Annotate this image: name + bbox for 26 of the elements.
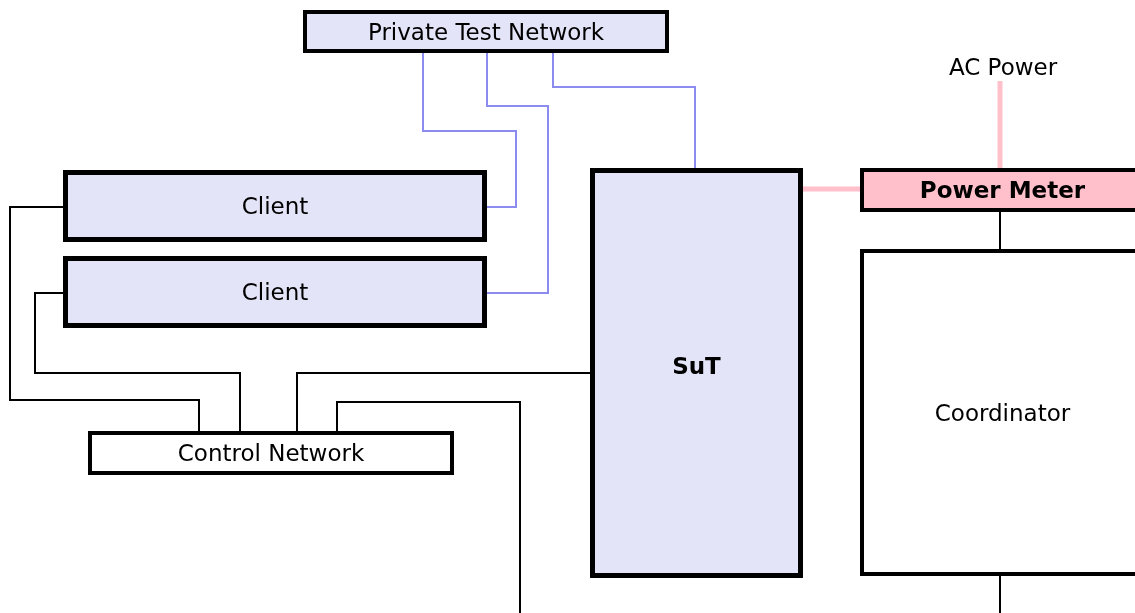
connector-line	[422, 52, 517, 208]
connector-line	[803, 186, 860, 192]
box-label: Coordinator	[934, 399, 1071, 426]
connector-line	[486, 52, 549, 294]
connector-line	[296, 372, 591, 432]
client-box	[63, 256, 487, 328]
connector-line	[999, 575, 1001, 613]
power-meter-box	[860, 168, 1135, 212]
network-box	[88, 431, 454, 475]
server-box	[590, 168, 803, 578]
box-label: Private Test Network	[367, 18, 605, 45]
connector-line	[9, 206, 200, 432]
node-label: AC Power	[948, 54, 1058, 80]
connector-line	[336, 401, 521, 613]
connector-line	[552, 52, 696, 169]
connector-line	[34, 292, 241, 432]
connector-line	[997, 81, 1003, 168]
box-label: Control Network	[177, 440, 365, 466]
box-label: SuT	[672, 353, 721, 379]
coordinator-box	[860, 249, 1135, 576]
network-box	[303, 10, 669, 53]
connector-line	[999, 211, 1001, 250]
box-label: Client	[241, 193, 309, 219]
client-box	[63, 170, 487, 242]
box-label: Client	[241, 279, 309, 305]
box-label: Power Meter	[919, 177, 1086, 203]
